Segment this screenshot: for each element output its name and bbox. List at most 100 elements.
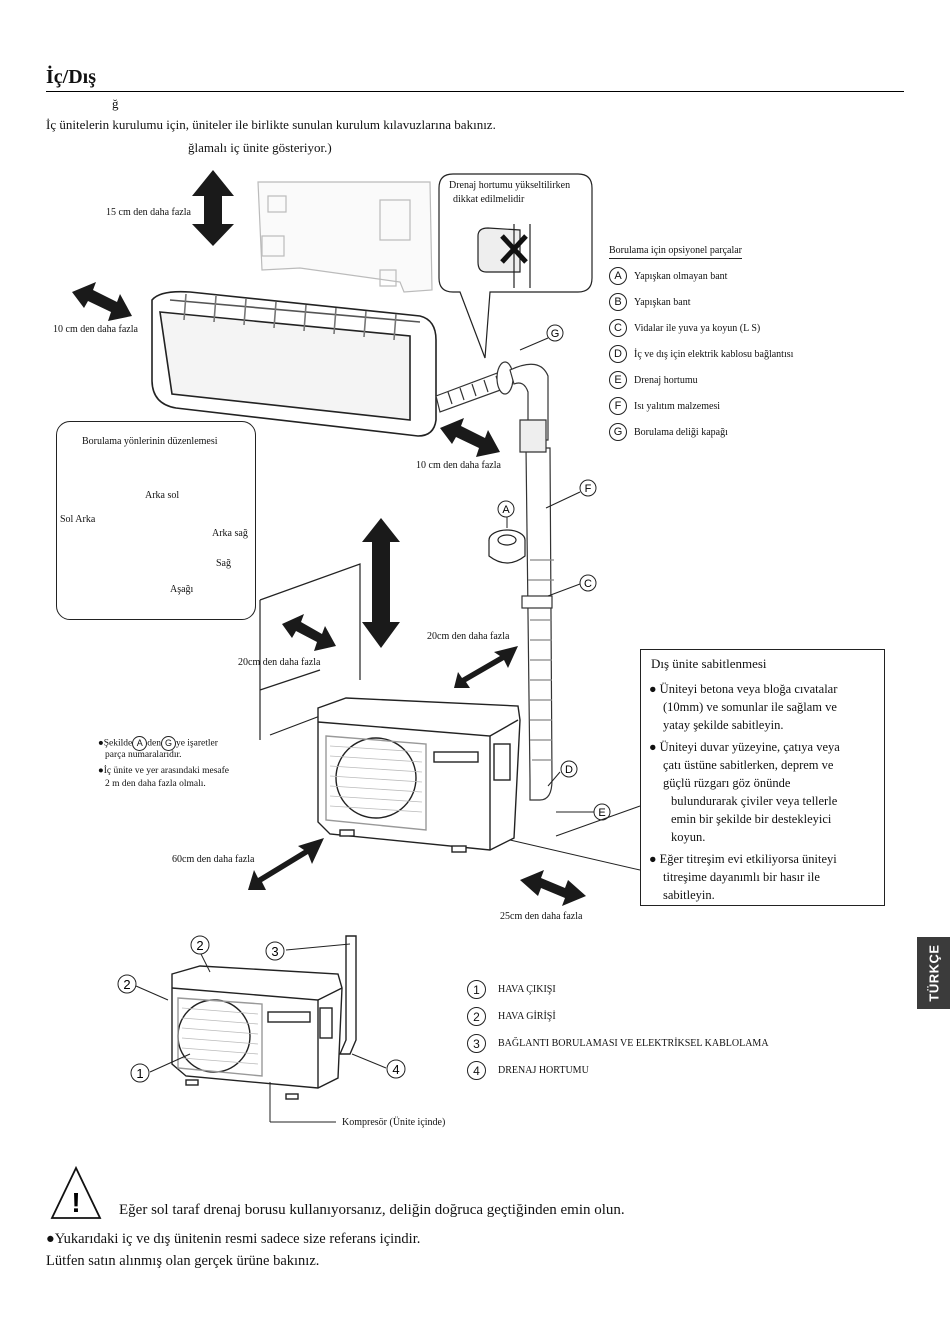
outdoor-legend-item: 2 HAVA GİRİŞİ xyxy=(467,1007,556,1026)
outdoor-fixing-line: koyun. xyxy=(671,830,706,844)
dir-left-rear: Arka sol xyxy=(145,490,180,501)
drain-callout-bubble xyxy=(438,173,593,359)
reference-note-line-2: Lütfen satın alınmış olan gerçek ürüne b… xyxy=(46,1253,320,1269)
optional-part-item: F Isı yalıtım malzemesi xyxy=(609,397,720,415)
arrow-right-clearance xyxy=(440,418,500,457)
arrow-side-clearance xyxy=(520,870,586,906)
svg-text:!: ! xyxy=(71,1187,80,1218)
outdoor-fixing-title: Dış ünite sabitlenmesi xyxy=(651,656,767,671)
optional-part-item: B Yapışkan bant xyxy=(609,293,690,311)
optional-part-label: Isı yalıtım malzemesi xyxy=(634,400,721,412)
intro-line-1: İç ünitelerin kurulumu için, üniteler il… xyxy=(46,117,496,132)
outdoor-legend-num: 1 xyxy=(467,980,486,999)
optional-part-item: D İç ve dış için elektrik kablosu bağlant… xyxy=(609,345,793,363)
outdoor-fixing-line: ● Eğer titreşim evi etkiliyorsa üniteyi xyxy=(649,852,837,866)
outdoor-fixing-line: güçlü rüzgarı göz önünde xyxy=(663,776,791,790)
page-title: İç/Dış xyxy=(46,66,96,88)
language-tab: TÜRKÇE xyxy=(917,937,950,1009)
detail-leaders xyxy=(135,943,387,1123)
piping-run xyxy=(519,419,554,801)
arrow-height xyxy=(362,518,400,648)
outdoor-fixing-line: ● Üniteyi duvar yüzeyine, çatıya veya xyxy=(649,740,840,754)
indoor-unit xyxy=(151,290,437,437)
optional-part-label: Vidalar ile yuva ya koyun (L S) xyxy=(634,322,761,334)
arrow-front-clearance xyxy=(248,838,324,890)
detail-callout-4: 4 xyxy=(392,1062,399,1077)
outdoor-legend-num: 4 xyxy=(467,1061,486,1080)
compressor-label: Kompresör (Ünite içinde) xyxy=(342,1117,446,1128)
outdoor-fixing-item: ● Üniteyi betona veya bloğa cıvatalar (10… xyxy=(649,680,881,734)
optional-part-item: C Vidalar ile yuva ya koyun (L S) xyxy=(609,319,760,337)
callout-f: F xyxy=(585,483,592,495)
callout-a: A xyxy=(502,504,510,516)
title-rule xyxy=(46,91,904,92)
detail-callout-2b: 2 xyxy=(123,977,130,992)
piping-directions-box xyxy=(56,421,256,620)
wall-outline xyxy=(259,563,361,740)
outdoor-unit-detail xyxy=(171,935,357,1100)
callout-e: E xyxy=(598,807,605,819)
label-wall-clearance: 20cm den daha fazla xyxy=(238,657,321,668)
optional-part-item: A Yapışkan olmayan bant xyxy=(609,267,727,285)
outdoor-fixing-line: emin bir şekilde bir destekleyici xyxy=(671,812,832,826)
optional-part-key: F xyxy=(609,397,627,415)
mounting-plate xyxy=(257,181,433,293)
outdoor-unit xyxy=(317,697,521,853)
label-right-clearance: 10 cm den daha fazla xyxy=(416,460,501,471)
optional-part-label: Drenaj hortumu xyxy=(634,374,698,386)
optional-part-key: A xyxy=(609,267,627,285)
optional-part-label: İç ve dış için elektrik kablosu bağlantı… xyxy=(634,348,794,360)
callout-d: D xyxy=(565,764,573,776)
outdoor-fixing-line: sabitleyin. xyxy=(663,888,715,902)
arrow-wall-clearance xyxy=(282,614,336,651)
optional-part-key: B xyxy=(609,293,627,311)
callout-c: C xyxy=(584,578,592,590)
warning-text: Eğer sol taraf drenaj borusu kullanıyors… xyxy=(119,1202,625,1218)
outdoor-legend-label: HAVA GİRİŞİ xyxy=(498,1011,556,1022)
detail-callouts: 2 2 3 1 4 xyxy=(117,935,406,1083)
outdoor-legend-label: HAVA ÇIKIŞI xyxy=(498,984,556,995)
optional-part-key: C xyxy=(609,319,627,337)
outdoor-legend-label: DRENAJ HORTUMU xyxy=(498,1065,589,1076)
outdoor-fixing-line: ● Üniteyi betona veya bloğa cıvatalar xyxy=(649,682,838,696)
dir-right: Sağ xyxy=(216,558,231,569)
label-side-clearance: 25cm den daha fazla xyxy=(500,911,583,922)
outdoor-fixing-items: ● Üniteyi betona veya bloğa cıvatalar (10… xyxy=(649,680,881,908)
dir-left-back: Sol Arka xyxy=(60,514,96,525)
arrow-front-upper xyxy=(454,646,518,688)
optional-parts-title: Borulama için opsiyonel parçalar xyxy=(609,245,743,259)
optional-part-label: Yapışkan olmayan bant xyxy=(634,270,728,282)
outdoor-fixing-line: (10mm) ve somunlar ile sağlam ve xyxy=(663,700,837,714)
detail-callout-1: 1 xyxy=(136,1066,143,1081)
outdoor-legend-item: 4 DRENAJ HORTUMU xyxy=(467,1061,589,1080)
fixing-leaders xyxy=(509,805,641,871)
label-left-clearance: 10 cm den daha fazla xyxy=(53,324,138,335)
warning-triangle-icon: ! xyxy=(50,1165,102,1219)
outdoor-fixing-box: Dış ünite sabitlenmesi ● Üniteyi betona … xyxy=(640,649,885,906)
optional-part-key: D xyxy=(609,345,627,363)
outdoor-legend-num: 3 xyxy=(467,1034,486,1053)
optional-part-key: G xyxy=(609,423,627,441)
optional-part-label: Borulama deliği kapağı xyxy=(634,426,728,438)
note-parts-line-2: parça numaralarıdır. xyxy=(105,750,182,760)
outdoor-fixing-line: titreşime dayanımlı bir hasır ile xyxy=(663,870,820,884)
note-distance-line-2: 2 m den daha fazla olmalı. xyxy=(105,779,206,789)
outdoor-fixing-line: bulundurarak çiviler veya tellerle xyxy=(671,794,838,808)
stray-char: ğ xyxy=(112,96,119,111)
intro-line-2: ğlamalı iç ünite gösteriyor.) xyxy=(188,140,332,155)
reference-note-line-1: ●Yukarıdaki iç ve dış ünitenin resmi sad… xyxy=(46,1231,421,1247)
label-top-clearance: 15 cm den daha fazla xyxy=(106,207,191,218)
outdoor-fixing-item: ● Eğer titreşim evi etkiliyorsa üniteyi t… xyxy=(649,850,881,904)
optional-part-label: Yapışkan bant xyxy=(634,296,691,308)
dir-rear-right: Arka sağ xyxy=(212,528,248,539)
tape-roll xyxy=(488,529,526,564)
label-front-clearance: 60cm den daha fazla xyxy=(172,854,255,865)
dir-down: Aşağı xyxy=(170,584,194,595)
outdoor-fixing-line: yatay şekilde sabitleyin. xyxy=(663,718,784,732)
outdoor-legend-num: 2 xyxy=(467,1007,486,1026)
detail-callout-2a: 2 xyxy=(196,938,203,953)
